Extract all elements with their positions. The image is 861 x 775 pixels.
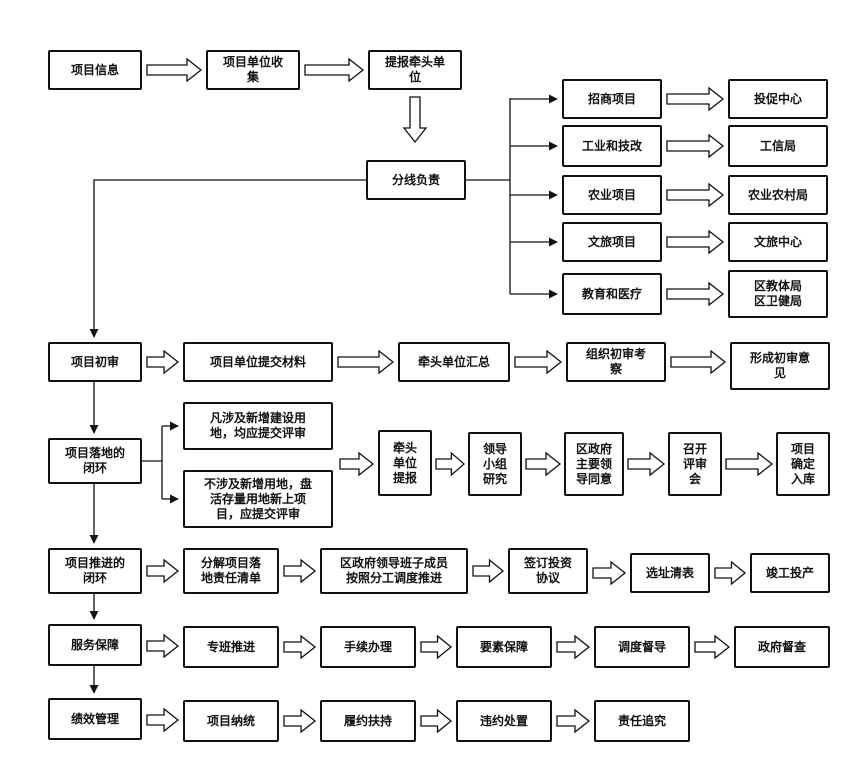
- node-landing-loop: 项目落地的 闭环: [48, 438, 142, 484]
- node-factor-guarantee: 要素保障: [456, 626, 552, 668]
- node-procedures: 手续办理: [320, 626, 416, 668]
- node-breach-handling: 违约处置: [456, 700, 552, 742]
- node-agriculture-project: 农业项目: [562, 175, 662, 215]
- node-education-medical: 教育和医疗: [562, 273, 662, 315]
- hollow-arrow: [670, 349, 727, 375]
- hollow-arrow: [556, 708, 591, 734]
- node-contract-support: 履约扶持: [320, 700, 416, 742]
- node-agriculture-bureau: 农业农村局: [728, 175, 828, 215]
- node-leader-group-study: 领导 小组 研究: [468, 432, 522, 496]
- node-promotion-loop: 项目推进的 闭环: [48, 548, 142, 594]
- hollow-arrow: [283, 708, 317, 734]
- hollow-arrow: [283, 558, 317, 584]
- hollow-arrow: [304, 57, 365, 83]
- node-accountability: 责任追究: [594, 700, 690, 742]
- node-submit-lead: 提报牵头单 位: [368, 50, 462, 90]
- hollow-arrow: [420, 634, 453, 660]
- node-lead-summary: 牵头单位汇总: [398, 342, 510, 382]
- hollow-arrow: [283, 634, 317, 660]
- node-project-info: 项目信息: [48, 50, 142, 90]
- node-leadership-scheduling: 区政府领导班子成员 按照分工调度推进: [320, 548, 468, 594]
- hollow-arrow: [514, 349, 563, 375]
- node-submit-materials: 项目单位提交材料: [183, 342, 333, 382]
- hollow-arrow: [146, 558, 180, 584]
- node-supervision: 调度督导: [594, 626, 690, 668]
- node-project-statistics: 项目纳统: [183, 700, 279, 742]
- node-unit-collect: 项目单位收 集: [206, 50, 300, 90]
- node-service-guarantee: 服务保障: [48, 624, 142, 666]
- hollow-arrow: [146, 633, 180, 659]
- node-review-meeting: 召开 评审 会: [668, 432, 722, 496]
- hollow-arrow: [146, 349, 180, 375]
- hollow-arrow: [472, 558, 505, 584]
- node-existing-land-review: 不涉及新增用地，盘 活存量用地新上项 目，应提交评审: [183, 470, 333, 528]
- hollow-arrow: [666, 182, 725, 208]
- hollow-arrow: [714, 560, 747, 586]
- node-industry-bureau: 工信局: [728, 125, 828, 167]
- node-investment-project: 招商项目: [562, 79, 662, 119]
- hollow-arrow: [337, 349, 395, 375]
- node-new-land-review: 凡涉及新增建设用 地，均应提交评审: [183, 402, 333, 450]
- node-culture-tourism-project: 文旅项目: [562, 222, 662, 262]
- hollow-arrow: [339, 451, 375, 477]
- node-government-inspection: 政府督查: [734, 626, 830, 668]
- node-organize-inspection: 组织初审考 察: [566, 342, 666, 382]
- node-project-confirmed: 项目 确定 入库: [776, 432, 830, 496]
- node-industry-tech: 工业和技改: [562, 125, 662, 167]
- hollow-arrow: [627, 451, 666, 477]
- hollow-arrow: [556, 634, 591, 660]
- hollow-arrow: [592, 560, 627, 586]
- node-culture-tourism-center: 文旅中心: [728, 222, 828, 262]
- node-preliminary-review: 项目初审: [48, 342, 142, 382]
- connector-to-preliminary: [89, 179, 366, 338]
- node-site-clearing: 选址清表: [630, 553, 710, 593]
- hollow-arrow: [420, 708, 453, 734]
- node-branch-responsibility: 分线负责: [366, 160, 466, 200]
- node-investment-center: 投促中心: [728, 79, 828, 119]
- hollow-arrow: [435, 451, 465, 477]
- hollow-arrow: [525, 451, 562, 477]
- node-performance-management: 绩效管理: [48, 698, 142, 740]
- node-government-approval: 区政府 主要领 导同意: [564, 432, 624, 496]
- hollow-arrow: [666, 86, 725, 112]
- hollow-arrow-down: [402, 96, 428, 144]
- node-sign-agreement: 签订投资 协议: [508, 548, 588, 594]
- hollow-arrow: [146, 57, 203, 83]
- node-responsibility-list: 分解项目落 地责任清单: [183, 548, 279, 594]
- hollow-arrow: [666, 281, 725, 307]
- hollow-arrow: [725, 451, 774, 477]
- hollow-arrow: [694, 634, 731, 660]
- hollow-arrow: [666, 229, 725, 255]
- hollow-arrow: [146, 707, 180, 733]
- node-lead-submit: 牵头 单位 提报: [378, 430, 432, 496]
- node-form-opinion: 形成初审意 见: [730, 342, 830, 390]
- hollow-arrow: [666, 133, 725, 159]
- node-education-health-bureau: 区教体局 区卫健局: [728, 270, 828, 318]
- node-completion-production: 竣工投产: [750, 553, 830, 593]
- node-special-team: 专班推进: [183, 626, 279, 668]
